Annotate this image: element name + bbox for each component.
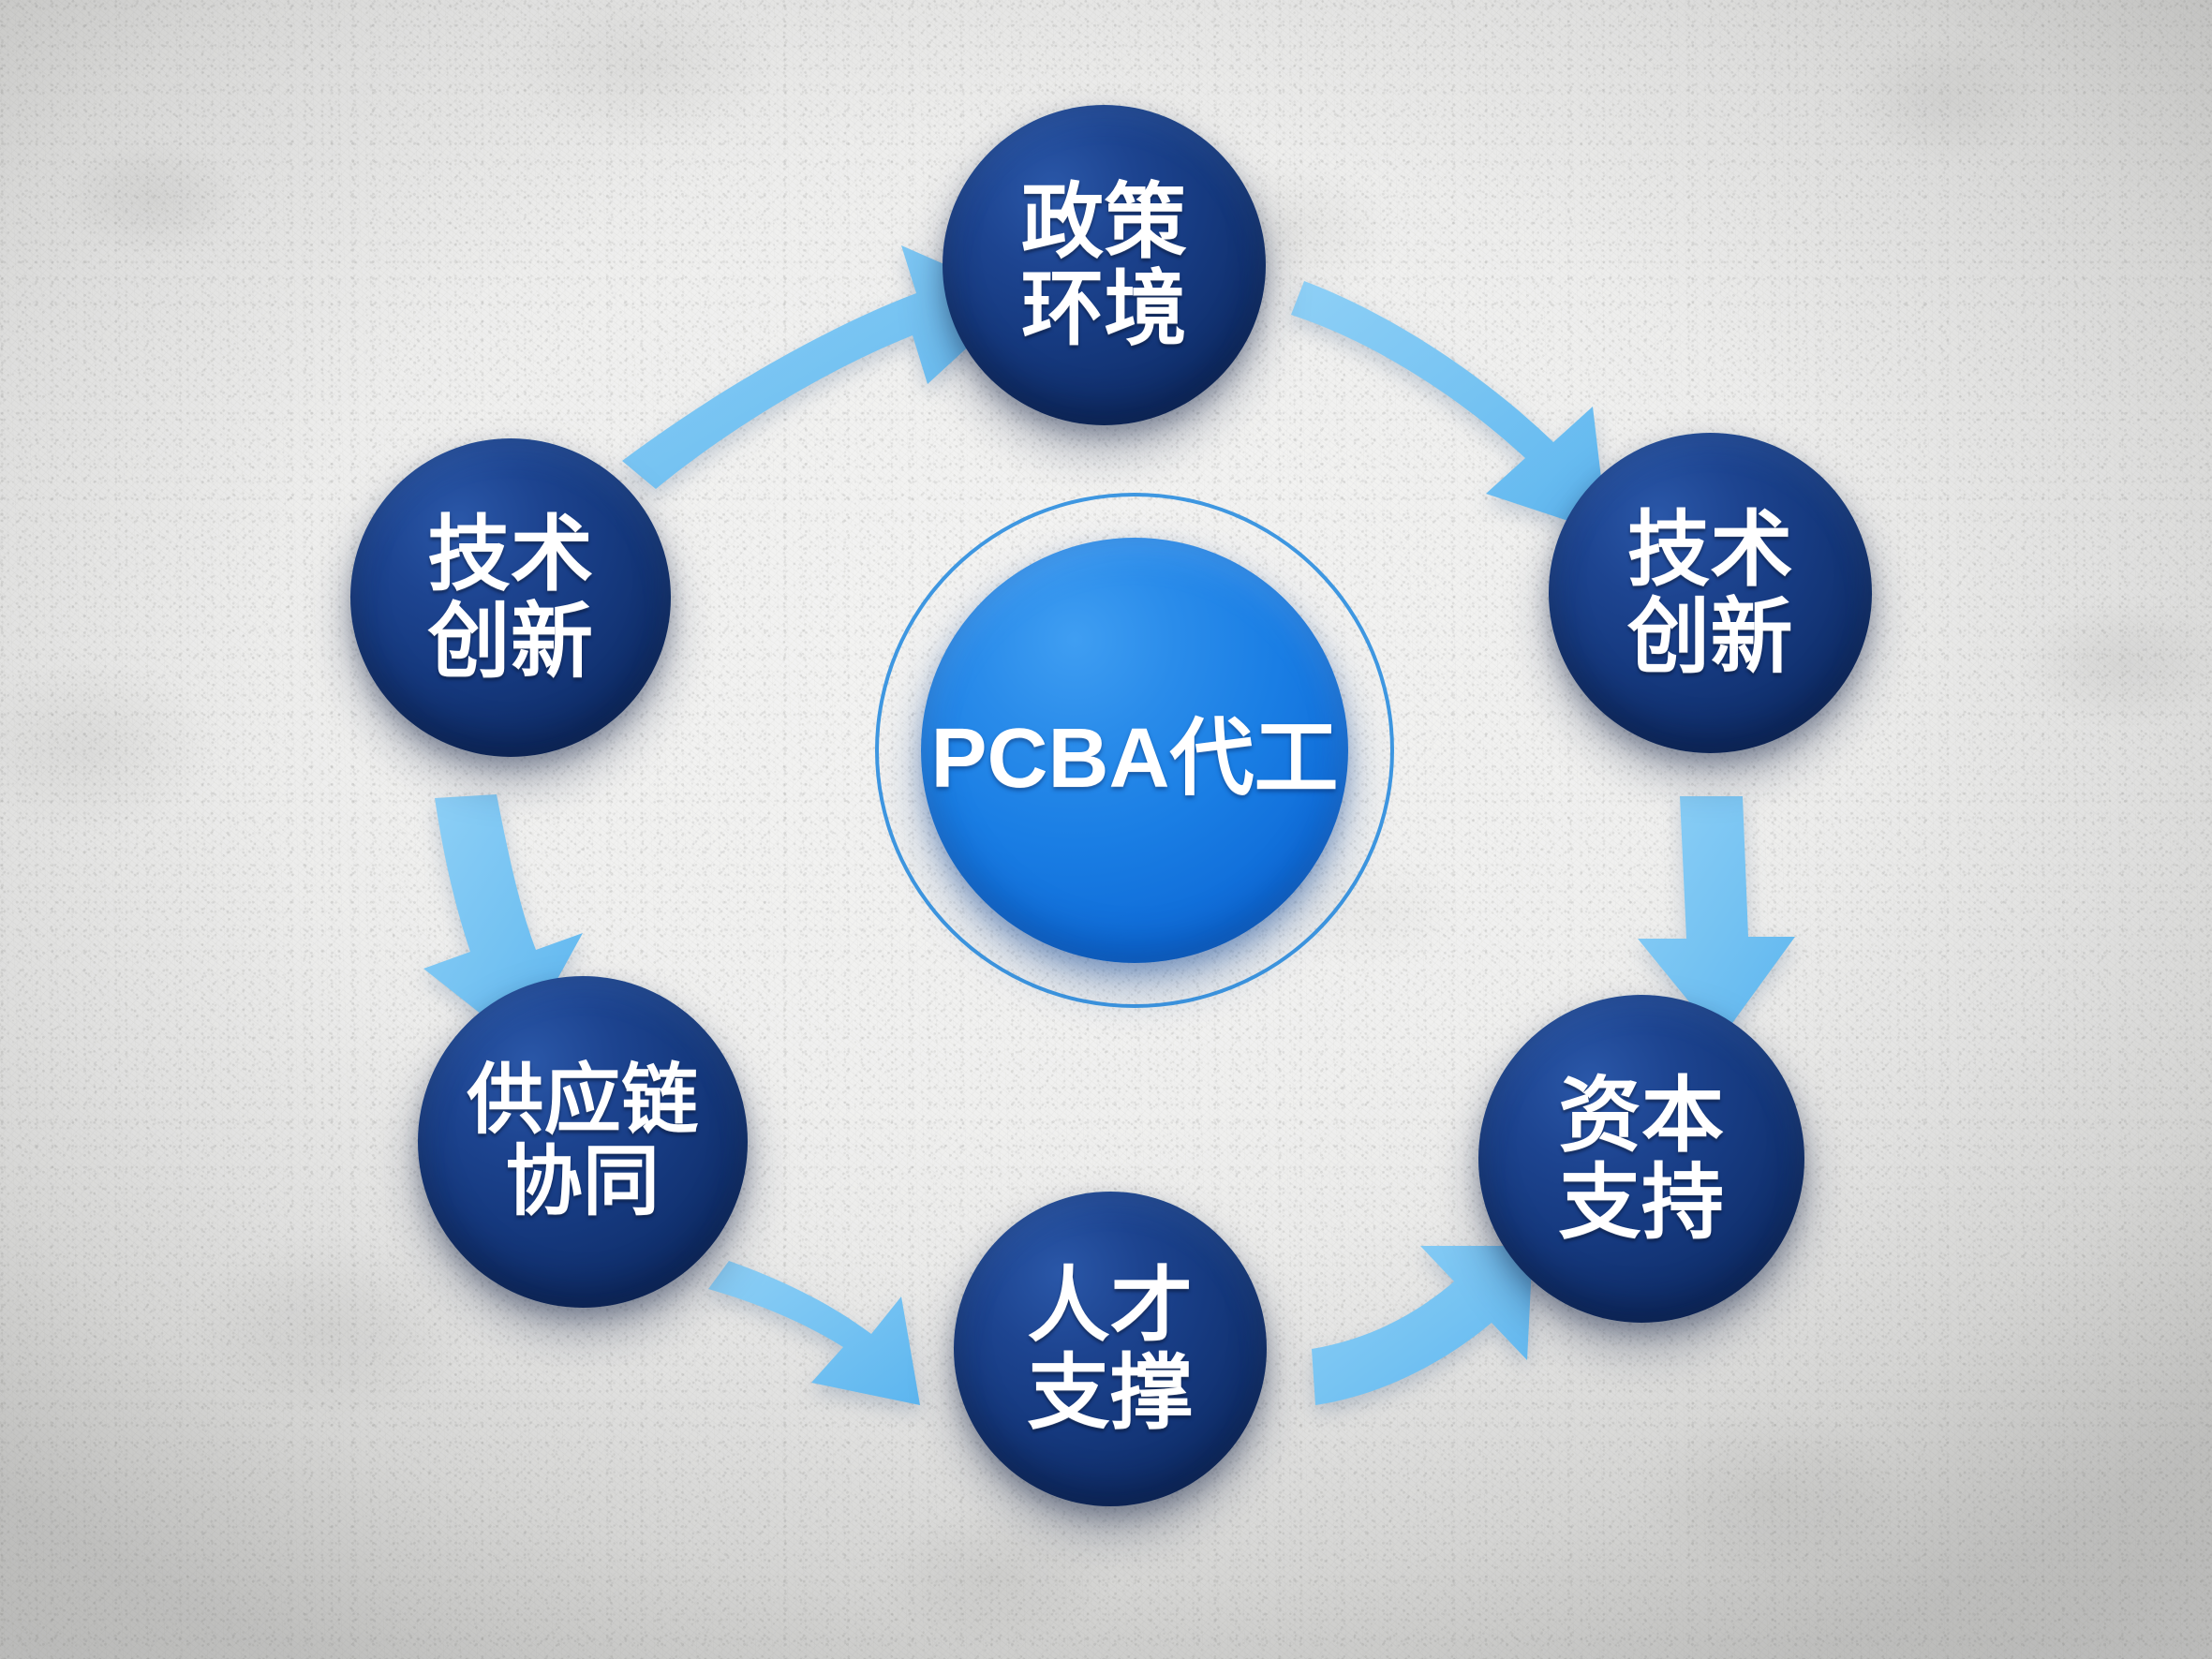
node-talent-support[interactable]: 人才 支撑	[954, 1192, 1267, 1506]
node-supply-chain-synergy-label: 供应链 协同	[467, 1058, 699, 1224]
center-group: PCBA代工	[875, 493, 1394, 1008]
node-policy-environment-label: 政策 环境	[1020, 174, 1187, 355]
center-node[interactable]: PCBA代工	[921, 538, 1348, 963]
node-tech-innovation-left-label: 技术 创新	[427, 507, 594, 688]
center-ring-outline	[875, 493, 1394, 1008]
node-supply-chain-synergy[interactable]: 供应链 协同	[418, 976, 748, 1308]
node-policy-environment[interactable]: 政策 环境	[943, 105, 1266, 425]
node-tech-innovation-right-label: 技术 创新	[1626, 502, 1793, 683]
node-tech-innovation-left[interactable]: 技术 创新	[350, 438, 671, 757]
node-tech-innovation-right[interactable]: 技术 创新	[1549, 433, 1872, 753]
center-node-label: PCBA代工	[930, 712, 1339, 806]
node-capital-support-label: 资本 支持	[1558, 1068, 1725, 1249]
node-talent-support-label: 人才 支撑	[1027, 1258, 1194, 1439]
node-capital-support[interactable]: 资本 支持	[1478, 995, 1804, 1323]
